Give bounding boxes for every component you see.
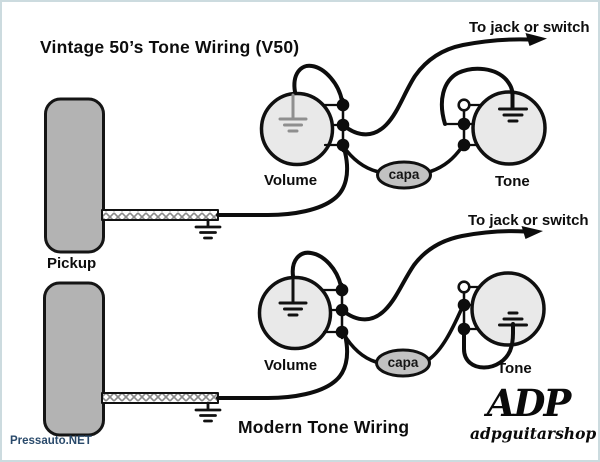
tone-ground-arch-wire (439, 66, 515, 126)
vintage-volume-label: Volume (264, 172, 318, 189)
capacitor-shape (375, 348, 431, 378)
volume-ground-icon (278, 277, 308, 317)
modern-jack-label: To jack or switch (468, 212, 589, 229)
tone-ground-icon (498, 107, 528, 123)
capacitor-wire-right (427, 308, 463, 361)
tone-lug-dot (457, 138, 471, 152)
pickup-hot-wire (216, 329, 350, 400)
pickup-shape (44, 97, 105, 254)
vintage-title: Vintage 50’s Tone Wiring (V50) (40, 37, 300, 57)
pickup-shape (43, 281, 105, 437)
modern-diagram (43, 226, 546, 437)
tone-ground-inverted-icon (498, 311, 528, 327)
modern-tone-label: Tone (497, 360, 532, 377)
volume-lug-dot (335, 283, 349, 297)
watermark: Pressauto.NET (10, 435, 92, 447)
braid-wire (101, 392, 219, 404)
vintage-jack-label: To jack or switch (469, 19, 590, 36)
jack-arrowhead-icon (525, 33, 547, 46)
tone-pot (470, 271, 546, 347)
tone-open-lug (457, 98, 471, 112)
jack-wire (341, 37, 530, 137)
capacitor-wire-right (428, 145, 464, 174)
modern-capacitor-label: capa (387, 355, 419, 370)
jack-arrowhead-icon (521, 226, 543, 239)
tone-pot (471, 90, 547, 166)
volume-lug-dot (336, 98, 350, 112)
capacitor-shape (376, 160, 432, 190)
jack-wire (340, 229, 527, 322)
casing-ground-arc-wire (290, 250, 343, 288)
ground-icon (194, 401, 222, 423)
vintage-tone-label: Tone (495, 173, 530, 190)
adp-logo-subtitle: adpguitarshop (470, 424, 597, 443)
modern-title: Modern Tone Wiring (238, 417, 410, 437)
volume-pot (259, 91, 335, 167)
pickup-label: Pickup (47, 255, 97, 272)
tone-lug-dot (457, 322, 471, 336)
modern-volume-label: Volume (264, 357, 318, 374)
vintage-diagram (44, 33, 547, 254)
vintage-capacitor-label: capa (388, 167, 420, 182)
tone-ground-loop-wire (462, 322, 515, 370)
adp-logo: ADP (486, 381, 572, 425)
braid-wire (101, 209, 219, 221)
tone-open-lug (457, 280, 471, 294)
tone-lug-dot (457, 117, 471, 131)
pickup-hot-wire (216, 145, 350, 217)
volume-lug-dot (336, 138, 350, 152)
volume-lug-dot (335, 303, 349, 317)
volume-lug-dot (336, 118, 350, 132)
volume-ground-icon (278, 93, 308, 133)
volume-pot (257, 275, 333, 351)
ground-icon (194, 218, 222, 240)
tone-lug-dot (457, 298, 471, 312)
volume-lug-dot (335, 325, 349, 339)
casing-ground-arc-wire (292, 63, 344, 103)
